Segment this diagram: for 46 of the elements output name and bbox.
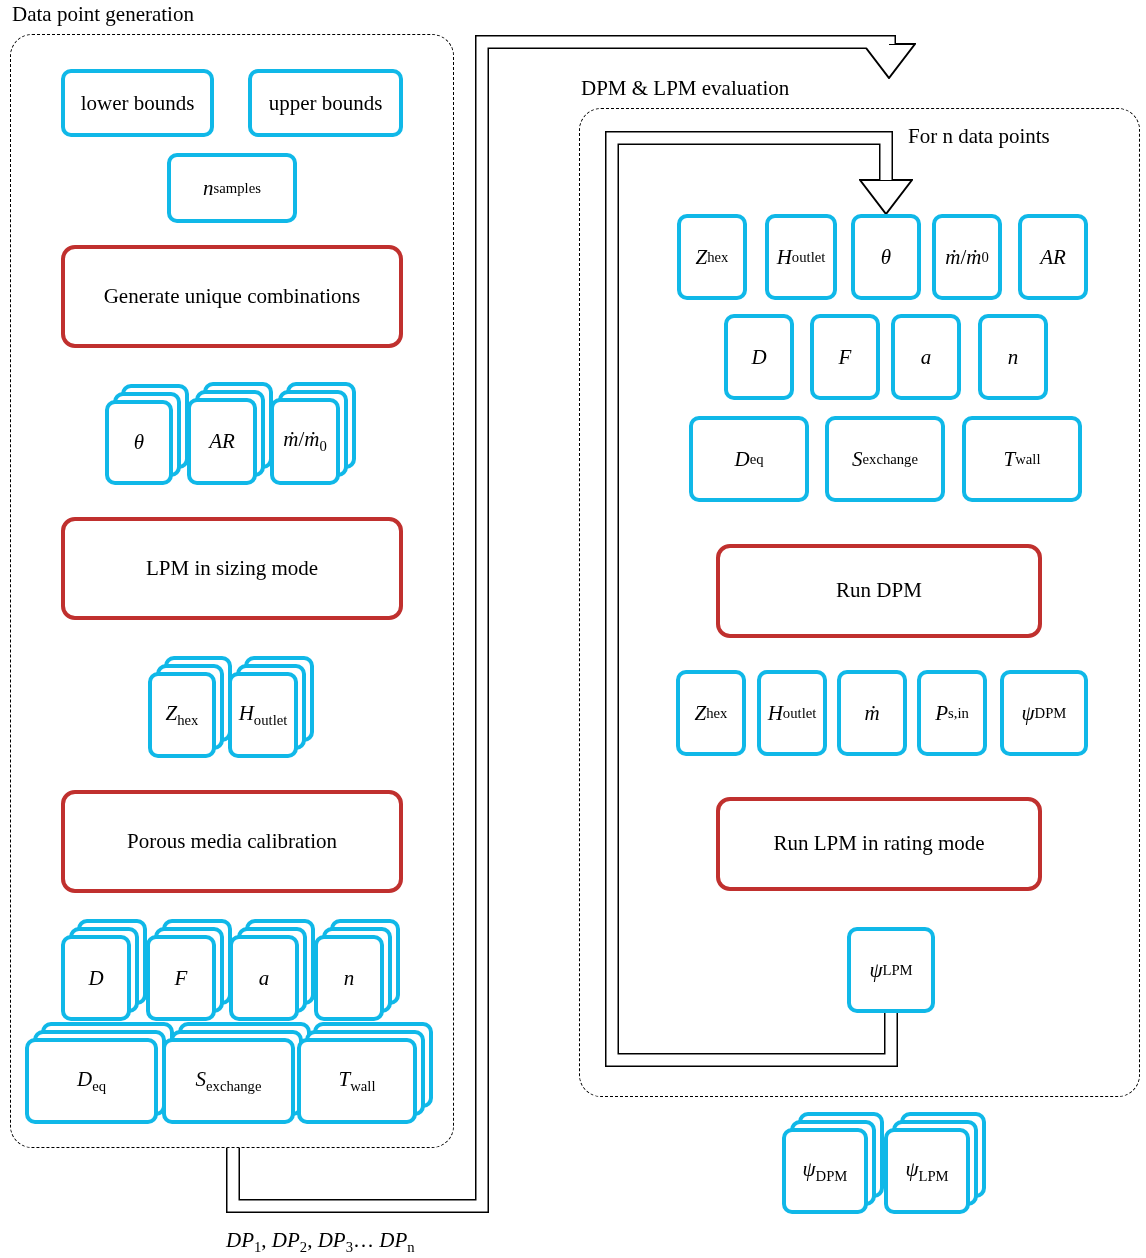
process-box: Run LPM in rating mode bbox=[716, 797, 1042, 891]
stacked-cards bbox=[228, 656, 314, 758]
stacked-cards bbox=[105, 384, 189, 485]
stacked-cards bbox=[297, 1022, 433, 1124]
variable-label: ṁ/ṁ$_{0}$ bbox=[283, 427, 327, 456]
variable-box: n bbox=[978, 314, 1048, 400]
hollow-arrow bbox=[605, 131, 913, 1067]
process-box: LPM in sizing mode bbox=[61, 517, 403, 620]
variable-box: F bbox=[810, 314, 880, 400]
variable-label: D$_{eq}$ bbox=[76, 1066, 106, 1096]
variable-label: T$_{wall}$ bbox=[338, 1066, 376, 1096]
stacked-cards bbox=[270, 382, 356, 485]
variable-label: n bbox=[343, 965, 355, 991]
variable-box: upper bounds bbox=[248, 69, 403, 137]
stacked-cards bbox=[162, 1022, 311, 1124]
variable-box: ṁ bbox=[837, 670, 907, 756]
variable-label: H$_{outlet}$ bbox=[238, 700, 288, 730]
variable-label: F bbox=[174, 965, 188, 991]
stacked-cards bbox=[25, 1022, 174, 1124]
variable-label: D bbox=[88, 965, 104, 991]
variable-label: S$_{exchange}$ bbox=[195, 1066, 262, 1096]
stacked-cards bbox=[61, 919, 147, 1021]
stacked-cards bbox=[314, 919, 400, 1021]
stacked-cards bbox=[782, 1112, 884, 1214]
group-title: DPM & LPM evaluation bbox=[581, 76, 790, 101]
variable-label: ψ$_{LPM}$ bbox=[905, 1156, 949, 1186]
variable-box: AR bbox=[1018, 214, 1088, 300]
stacked-cards bbox=[148, 656, 232, 758]
variable-label: Z$_{hex}$ bbox=[165, 700, 199, 730]
variable-box: a bbox=[891, 314, 961, 400]
stacked-cards bbox=[187, 382, 273, 485]
variable-label: AR bbox=[209, 429, 235, 454]
variable-box: lower bounds bbox=[61, 69, 214, 137]
stacked-cards bbox=[146, 919, 232, 1021]
variable-label: a bbox=[258, 965, 270, 991]
group-title: Data point generation bbox=[12, 2, 194, 27]
hollow-arrow bbox=[226, 35, 916, 1213]
variable-label: ψ$_{DPM}$ bbox=[802, 1156, 848, 1186]
variable-label: θ bbox=[133, 430, 145, 455]
variable-box: D bbox=[724, 314, 794, 400]
stacked-cards bbox=[229, 919, 315, 1021]
stacked-cards bbox=[884, 1112, 986, 1214]
process-box: Porous media calibration bbox=[61, 790, 403, 893]
process-box: Run DPM bbox=[716, 544, 1042, 638]
variable-box: θ bbox=[851, 214, 921, 300]
process-box: Generate unique combinations bbox=[61, 245, 403, 348]
